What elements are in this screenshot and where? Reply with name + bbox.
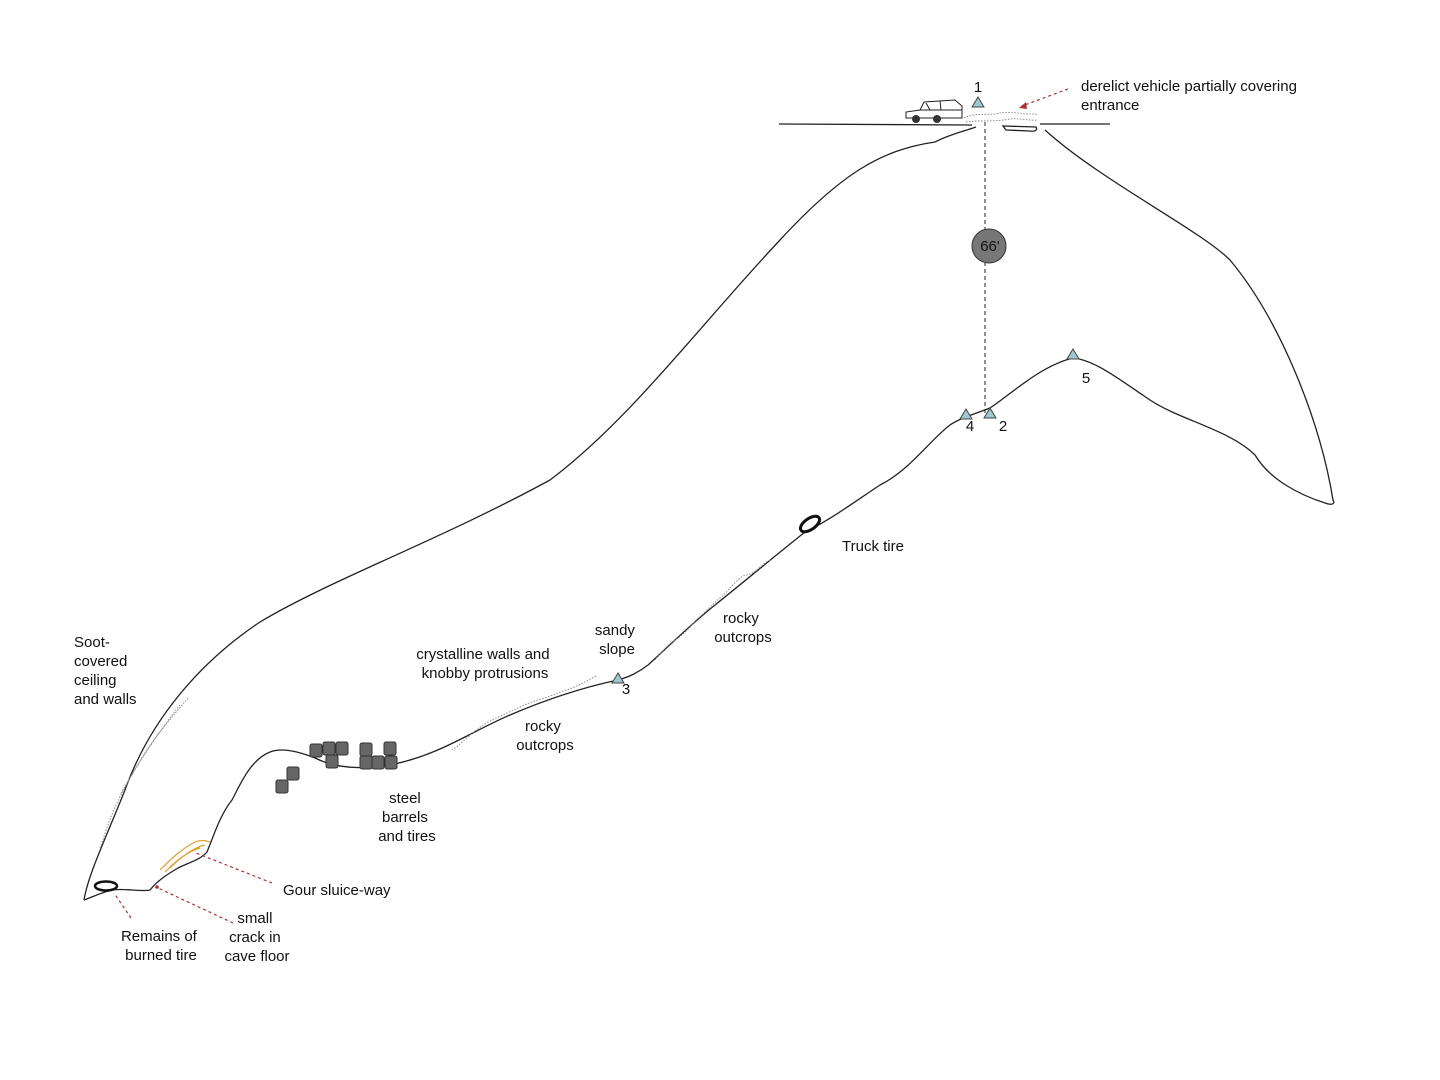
station-2: 2 (983, 407, 1007, 435)
ground-surface-left (778, 123, 973, 126)
entrance-lip-right (1001, 125, 1038, 132)
steel-barrel (275, 779, 289, 794)
barrels-label: steel barrels and tires (378, 790, 436, 845)
rocky-outcrops-lower-label: rocky outcrops (516, 718, 574, 754)
entrance-debris-texture (963, 111, 1039, 123)
vehicle-leader-line (1021, 88, 1069, 107)
depth-marker-label: 66' (980, 238, 1000, 255)
burned-tire-leader-line (113, 892, 132, 919)
steel-barrel (325, 754, 339, 769)
steel-barrels-group (275, 741, 398, 794)
station-5: 5 (1066, 348, 1090, 387)
steel-barrel (335, 741, 349, 756)
station-3: 3 (611, 672, 630, 698)
burned-tire-label: Remains of burned tire (121, 928, 201, 964)
cave-floor (83, 407, 991, 901)
steel-barrel (384, 755, 398, 770)
steel-barrel (309, 743, 323, 758)
gour-leader-line (195, 852, 273, 884)
steel-barrel (359, 742, 373, 757)
vehicle-label: derelict vehicle partially covering entr… (1081, 78, 1301, 114)
floor-crack-marker (155, 885, 159, 889)
crack-label: small crack in cave floor (224, 910, 289, 965)
steel-barrel (359, 755, 373, 770)
svg-text:1: 1 (974, 79, 982, 96)
soot-streak (119, 704, 181, 796)
derelict-vehicle-icon (905, 99, 963, 123)
steel-barrel (286, 766, 300, 781)
crack-leader-line (157, 887, 234, 924)
rocky-outcrop-texture (654, 559, 771, 661)
station-4: 4 (959, 408, 974, 435)
sandy-slope-label: sandy slope (595, 622, 639, 658)
cave-ceiling-wall (83, 141, 936, 901)
crystalline-label: crystalline walls and knobby protrusions (416, 646, 554, 682)
gour-label: Gour sluice-way (283, 882, 391, 899)
steel-barrel (322, 741, 336, 756)
rocky-outcrops-upper-label: rocky outcrops (714, 610, 772, 646)
steel-barrel (371, 755, 385, 770)
cave-right-wall (989, 129, 1335, 505)
steel-barrel (383, 741, 397, 756)
svg-text:4: 4 (966, 418, 974, 435)
svg-text:2: 2 (999, 418, 1007, 435)
entrance-lip-left (934, 126, 977, 143)
soot-label: Soot- covered ceiling and walls (74, 634, 137, 708)
svg-text:5: 5 (1082, 370, 1090, 387)
gour-sluice-way (159, 839, 211, 873)
burned-tire (93, 880, 119, 892)
soot-streak (99, 697, 189, 849)
truck-tire (798, 514, 822, 534)
vehicle-leader-arrow (1019, 102, 1027, 109)
truck-tire-label: Truck tire (842, 538, 904, 555)
depth-marker: 66' (971, 228, 1007, 264)
svg-text:3: 3 (622, 681, 630, 698)
station-1: 1 (971, 79, 985, 108)
